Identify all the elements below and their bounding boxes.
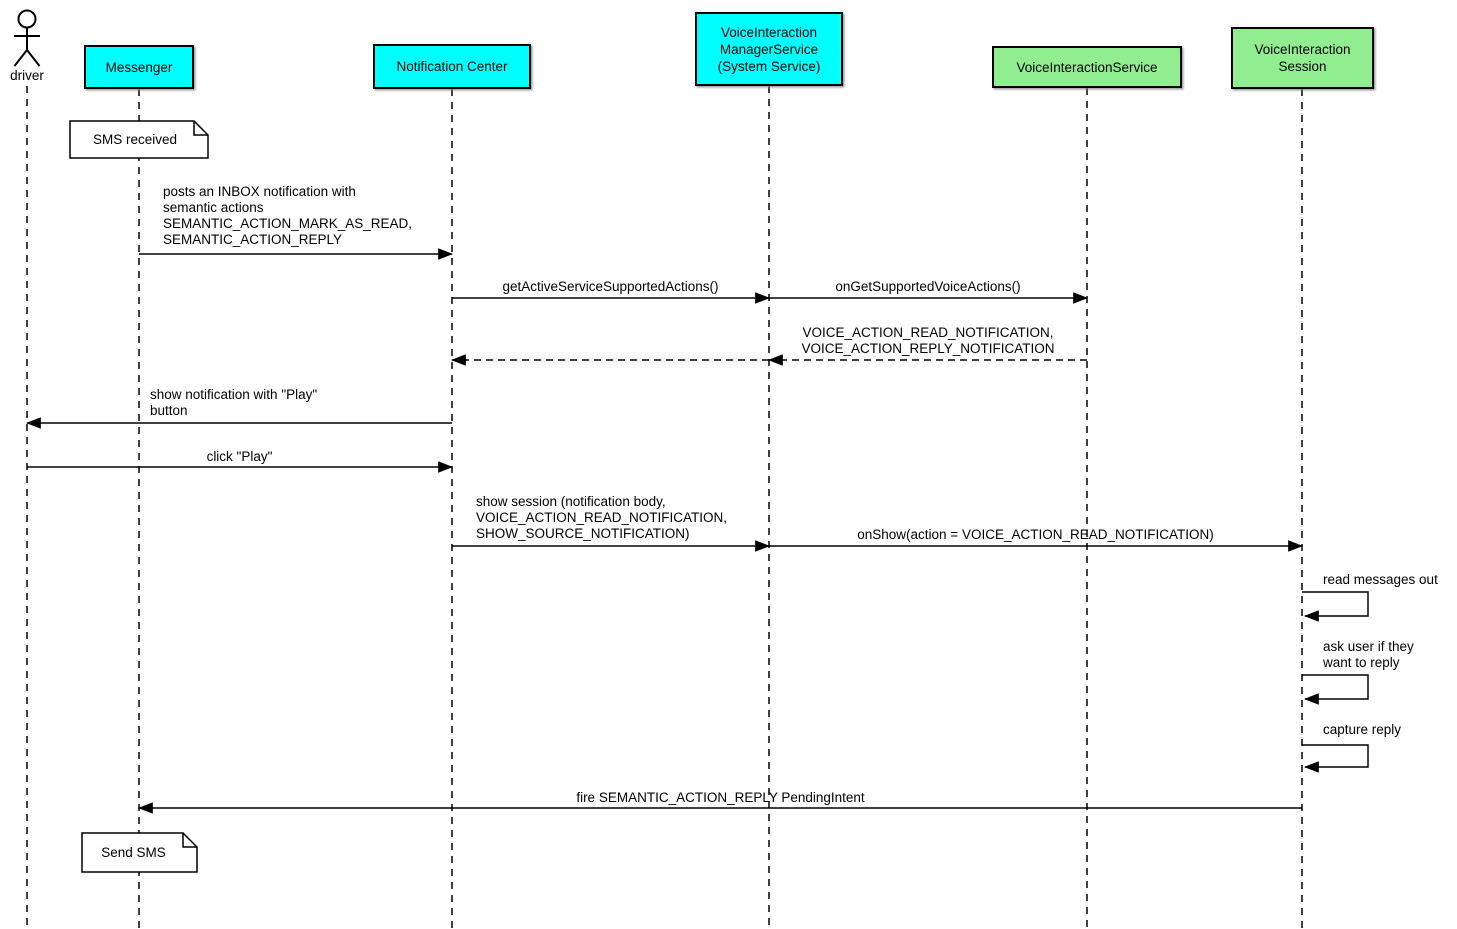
participant-notification-center: Notification Center (373, 44, 531, 89)
self-message-ask-user-reply (1302, 674, 1369, 705)
message-label-read-messages-out: read messages out (1323, 572, 1438, 587)
self-message-read-messages-out (1302, 591, 1369, 622)
participant-voiceinteraction-session: VoiceInteraction Session (1231, 27, 1374, 89)
message-label-fire-pending-intent: fire SEMANTIC_ACTION_REPLY PendingIntent (576, 790, 865, 805)
participant-voiceinteraction-managerservice: VoiceInteraction ManagerService (System … (695, 12, 843, 86)
actor-figure-icon (13, 9, 41, 67)
participant-voiceinteraction-session-label: VoiceInteraction Session (1254, 42, 1351, 74)
message-label-on-get-supported-voice-actions: onGetSupportedVoiceActions() (835, 279, 1021, 294)
message-label-get-active-service-supported-actions: getActiveServiceSupportedActions() (502, 279, 719, 294)
message-label-voice-actions-return: VOICE_ACTION_READ_NOTIFICATION, VOICE_AC… (801, 325, 1055, 356)
note-send-sms-shape (81, 832, 198, 873)
actor-driver-label: driver (10, 68, 44, 83)
participant-voiceinteractionservice-label: VoiceInteractionService (1016, 59, 1158, 75)
participant-notification-center-label: Notification Center (396, 59, 508, 74)
message-label-show-session: show session (notification body, VOICE_A… (476, 494, 728, 541)
message-label-click-play: click "Play" (206, 449, 273, 464)
participant-messenger: Messenger (84, 45, 194, 89)
participant-voiceinteractionservice: VoiceInteractionService (992, 46, 1182, 88)
message-label-on-show: onShow(action = VOICE_ACTION_READ_NOTIFI… (857, 527, 1214, 542)
message-label-posts-inbox-notification: posts an INBOX notification with semanti… (163, 184, 413, 247)
participant-messenger-label: Messenger (105, 59, 173, 75)
self-message-capture-reply (1302, 744, 1369, 773)
note-sms-received: SMS received (92, 132, 178, 147)
note-send-sms: Send SMS (101, 845, 166, 860)
note-sms-received-shape (69, 120, 209, 159)
participant-voiceinteraction-managerservice-label: VoiceInteraction ManagerService (System … (717, 24, 821, 74)
message-label-show-notification: show notification with "Play" button (150, 387, 318, 418)
message-label-ask-user-reply: ask user if they want to reply (1323, 639, 1414, 670)
message-label-capture-reply: capture reply (1323, 722, 1402, 737)
